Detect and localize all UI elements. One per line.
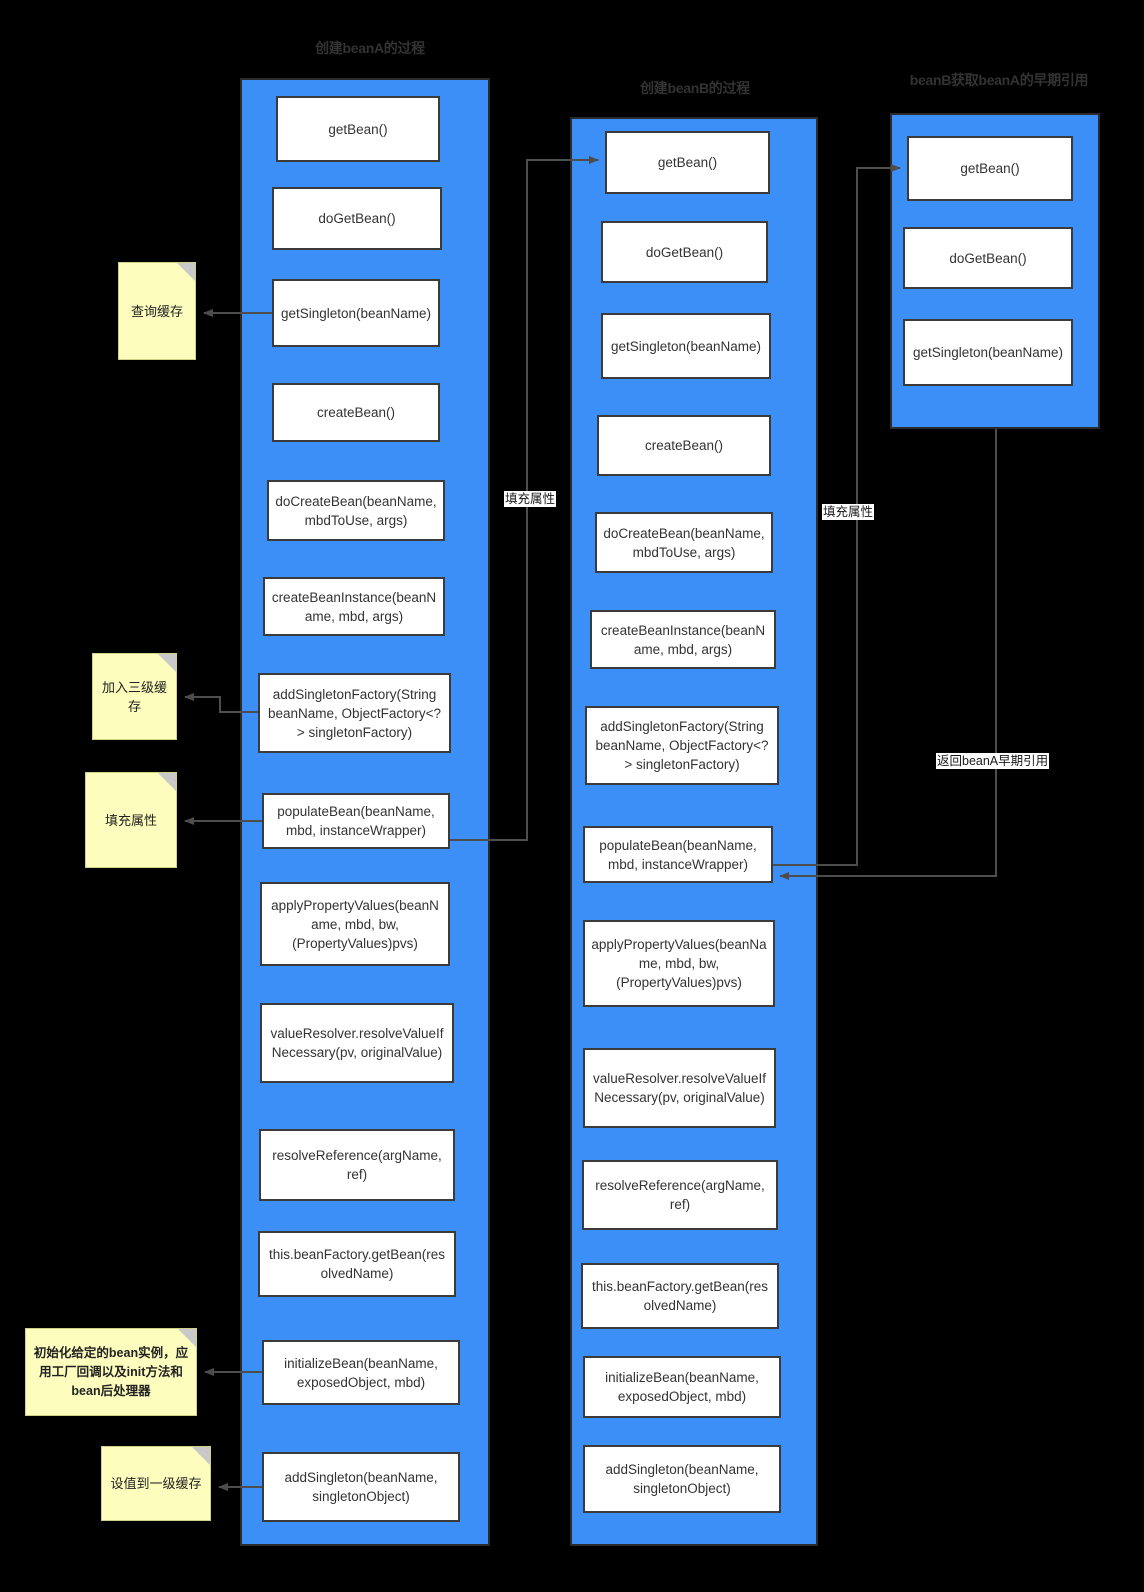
- node-b-resolvereference[interactable]: resolveReference(argName, ref): [582, 1160, 778, 1230]
- node-a-docreatebean[interactable]: doCreateBean(beanName, mbdToUse, args): [267, 480, 445, 541]
- node-c-getbean[interactable]: getBean(): [907, 136, 1073, 201]
- node-b-valueresolver[interactable]: valueResolver.resolveValueIfNecessary(pv…: [583, 1048, 776, 1128]
- node-b-getbean[interactable]: getBean(): [605, 131, 770, 194]
- lane-title-early-ref: beanB获取beanA的早期引用: [909, 72, 1089, 88]
- note-query-cache: 查询缓存: [118, 262, 196, 360]
- node-b-getsingleton[interactable]: getSingleton(beanName): [601, 313, 771, 379]
- note-third-level-cache: 加入三级缓存: [92, 653, 177, 740]
- note-first-level-cache-text: 设值到一级缓存: [110, 1476, 202, 1491]
- node-c-getsingleton[interactable]: getSingleton(beanName): [903, 319, 1073, 386]
- node-a-initializebean[interactable]: initializeBean(beanName, exposedObject, …: [262, 1340, 460, 1405]
- node-a-getbean[interactable]: getBean(): [276, 96, 440, 162]
- node-b-createbean[interactable]: createBean(): [597, 415, 771, 476]
- node-a-resolvereference[interactable]: resolveReference(argName, ref): [259, 1129, 455, 1201]
- node-b-initializebean[interactable]: initializeBean(beanName, exposedObject, …: [583, 1356, 781, 1418]
- node-a-beanfactory-getbean[interactable]: this.beanFactory.getBean(resolvedName): [258, 1231, 456, 1297]
- node-a-createbeaninstance[interactable]: createBeanInstance(beanName, mbd, args): [263, 577, 445, 636]
- note-initialize-bean: 初始化给定的bean实例，应用工厂回调以及init方法和bean后处理器: [25, 1328, 197, 1416]
- note-third-level-cache-text: 加入三级缓存: [101, 679, 167, 714]
- lane-title-beanA: 创建beanA的过程: [315, 40, 425, 56]
- note-first-level-cache: 设值到一级缓存: [101, 1446, 211, 1521]
- note-fold-icon: [158, 773, 176, 791]
- note-fold-icon: [192, 1447, 210, 1465]
- note-fold-icon: [177, 263, 195, 281]
- edge-label-populate-b-to-c: 填充属性: [822, 504, 875, 520]
- note-query-cache-text: 查询缓存: [130, 303, 183, 319]
- node-b-populatebean[interactable]: populateBean(beanName, mbd, instanceWrap…: [583, 826, 773, 883]
- node-a-dogetbean[interactable]: doGetBean(): [272, 187, 442, 250]
- lane-title-beanB: 创建beanB的过程: [640, 80, 750, 96]
- node-a-populatebean[interactable]: populateBean(beanName, mbd, instanceWrap…: [262, 793, 450, 849]
- note-fold-icon: [158, 654, 176, 672]
- node-a-getsingleton[interactable]: getSingleton(beanName): [272, 279, 440, 347]
- edge-label-return-early-ref: 返回beanA早期引用: [936, 753, 1050, 769]
- edge-label-populate-a-to-b: 填充属性: [504, 491, 557, 507]
- node-a-applypropertyvalues[interactable]: applyPropertyValues(beanName, mbd, bw, (…: [260, 882, 450, 966]
- node-b-docreatebean[interactable]: doCreateBean(beanName, mbdToUse, args): [595, 512, 773, 573]
- node-a-addsingleton[interactable]: addSingleton(beanName, singletonObject): [262, 1452, 460, 1522]
- node-c-dogetbean[interactable]: doGetBean(): [903, 227, 1073, 289]
- note-initialize-bean-text: 初始化给定的bean实例，应用工厂回调以及init方法和bean后处理器: [33, 1345, 189, 1398]
- node-a-createbean[interactable]: createBean(): [272, 383, 440, 442]
- node-b-createbeaninstance[interactable]: createBeanInstance(beanName, mbd, args): [590, 610, 776, 669]
- node-a-addsingletonfactory[interactable]: addSingletonFactory(String beanName, Obj…: [258, 673, 451, 753]
- note-fold-icon: [178, 1329, 196, 1347]
- node-b-addsingletonfactory[interactable]: addSingletonFactory(String beanName, Obj…: [585, 706, 779, 785]
- node-b-dogetbean[interactable]: doGetBean(): [601, 221, 768, 283]
- node-b-applypropertyvalues[interactable]: applyPropertyValues(beanName, mbd, bw, (…: [583, 920, 775, 1007]
- note-populate-props: 填充属性: [85, 772, 177, 868]
- node-b-addsingleton[interactable]: addSingleton(beanName, singletonObject): [583, 1445, 781, 1513]
- note-populate-props-text: 填充属性: [104, 812, 157, 828]
- node-a-valueresolver[interactable]: valueResolver.resolveValueIfNecessary(pv…: [260, 1003, 454, 1083]
- node-b-beanfactory-getbean[interactable]: this.beanFactory.getBean(resolvedName): [581, 1263, 779, 1329]
